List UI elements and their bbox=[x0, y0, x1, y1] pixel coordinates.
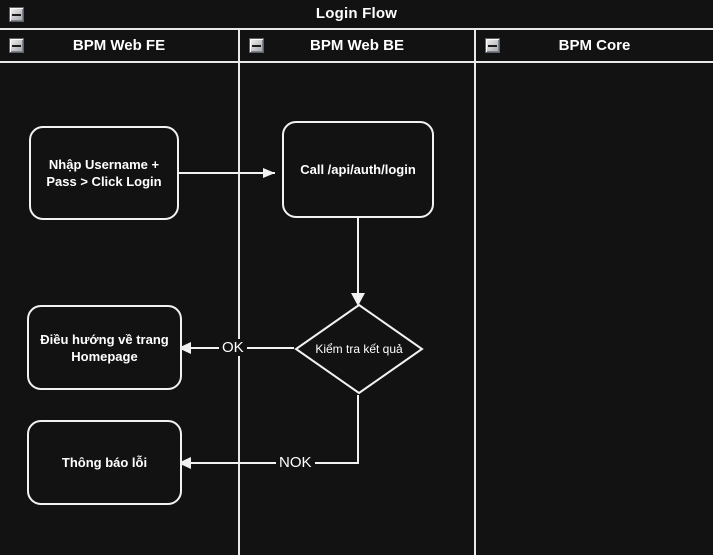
task-node-show-error-label: Thông báo lỗi bbox=[61, 455, 148, 470]
lane-divider-be-core bbox=[474, 30, 476, 555]
connector-n3-n5 bbox=[182, 395, 359, 464]
lane-divider-fe-be bbox=[238, 30, 240, 555]
lane-header-be-label: BPM Web BE bbox=[310, 37, 404, 54]
pool-collapse-minus-icon[interactable] bbox=[9, 7, 24, 22]
edge-label-ok: OK bbox=[219, 339, 247, 356]
lane-fe-collapse-minus-icon[interactable] bbox=[9, 38, 24, 53]
lane-header-fe-label: BPM Web FE bbox=[72, 37, 166, 54]
lane-be-collapse-minus-icon[interactable] bbox=[249, 38, 264, 53]
task-node-call-login-api-label: Call /api/auth/login bbox=[300, 162, 416, 177]
arrowhead-n1-n2 bbox=[263, 168, 275, 178]
task-node-show-error[interactable]: Thông báo lỗi bbox=[27, 420, 182, 505]
task-node-enter-credentials[interactable]: Nhập Username + Pass > Click Login bbox=[29, 126, 179, 220]
task-node-call-login-api[interactable]: Call /api/auth/login bbox=[282, 121, 434, 218]
lane-header-be[interactable]: BPM Web BE bbox=[240, 30, 474, 61]
lane-core-collapse-minus-icon[interactable] bbox=[485, 38, 500, 53]
decision-node-check-result-label: Kiểm tra kết quả bbox=[315, 342, 403, 356]
decision-diamond-shape bbox=[294, 303, 424, 395]
task-node-redirect-homepage-label: Điều hướng về trang Homepage bbox=[40, 331, 169, 364]
lane-header-core-label: BPM Core bbox=[558, 37, 631, 54]
lane-header-core[interactable]: BPM Core bbox=[476, 30, 713, 61]
lane-header-fe[interactable]: BPM Web FE bbox=[0, 30, 238, 61]
task-node-redirect-homepage[interactable]: Điều hướng về trang Homepage bbox=[27, 305, 182, 390]
task-node-enter-credentials-label: Nhập Username + Pass > Click Login bbox=[46, 157, 162, 189]
lane-header-band: BPM Web FE BPM Web BE BPM Core bbox=[0, 30, 713, 63]
decision-node-check-result[interactable]: Kiểm tra kết quả bbox=[294, 303, 424, 395]
edge-label-nok: NOK bbox=[276, 454, 315, 471]
pool-title: Login Flow bbox=[315, 5, 398, 22]
flow-content-layer: Nhập Username + Pass > Click Login Call … bbox=[0, 63, 713, 555]
pool-title-band: Login Flow bbox=[0, 0, 713, 30]
